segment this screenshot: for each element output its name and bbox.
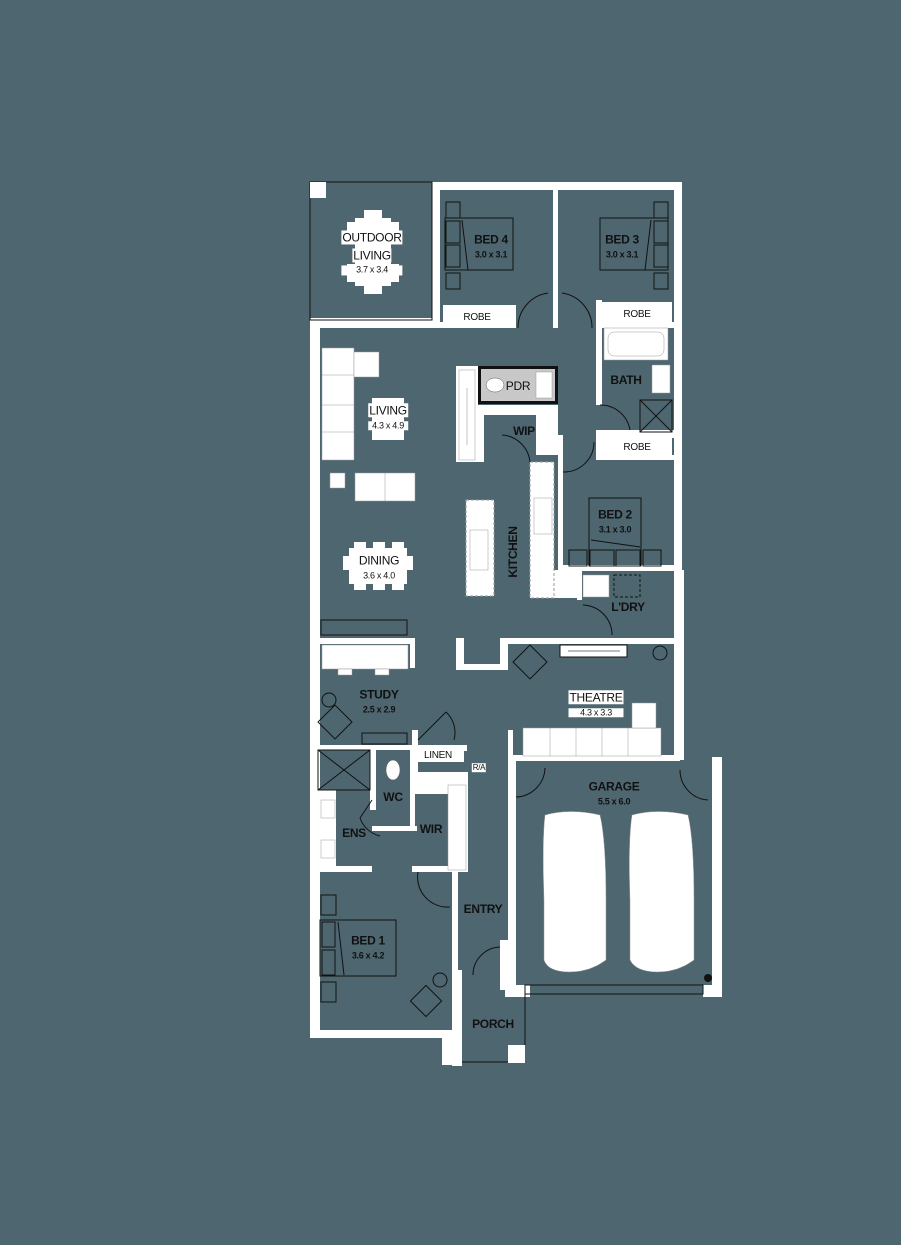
room-wc: WC [383, 790, 403, 805]
room-study: STUDY 2.5 x 2.9 [359, 687, 399, 714]
room-bed-4: BED 4 3.0 x 3.1 [474, 232, 508, 259]
room-kitchen: KITCHEN [506, 526, 521, 578]
room-dining: DINING 3.6 x 4.0 [357, 553, 401, 581]
walls [310, 182, 722, 1066]
room-ens: ENS [342, 826, 366, 841]
hws-icon [704, 974, 712, 982]
room-bed-2: BED 2 3.1 x 3.0 [598, 507, 632, 534]
room-living: LIVING 4.3 x 4.9 [368, 403, 408, 431]
room-wip: WIP [513, 424, 535, 439]
room-laundry: L'DRY [611, 600, 645, 615]
room-return-air: R/A [471, 763, 487, 773]
room-bed-1: BED 1 3.6 x 4.2 [351, 933, 385, 960]
room-robe-bed2: ROBE [623, 442, 651, 454]
room-entry: ENTRY [463, 902, 503, 917]
room-garage: GARAGE 5.5 x 6.0 [588, 779, 640, 806]
room-pdr: PDR [505, 379, 531, 394]
room-linen: LINEN [424, 750, 452, 762]
outlines [309, 181, 709, 1063]
room-robe-bed3: ROBE [623, 309, 651, 321]
room-bed-3: BED 3 3.0 x 3.1 [605, 232, 639, 259]
room-theatre: THEATRE 4.3 x 3.3 [568, 690, 624, 718]
room-porch: PORCH [472, 1017, 514, 1032]
room-outdoor-living: OUTDOOR LIVING 3.7 x 3.4 [341, 230, 403, 276]
room-bath: BATH [610, 373, 642, 388]
room-robe-bed4: ROBE [463, 312, 491, 324]
room-wir: WIR [419, 822, 443, 837]
